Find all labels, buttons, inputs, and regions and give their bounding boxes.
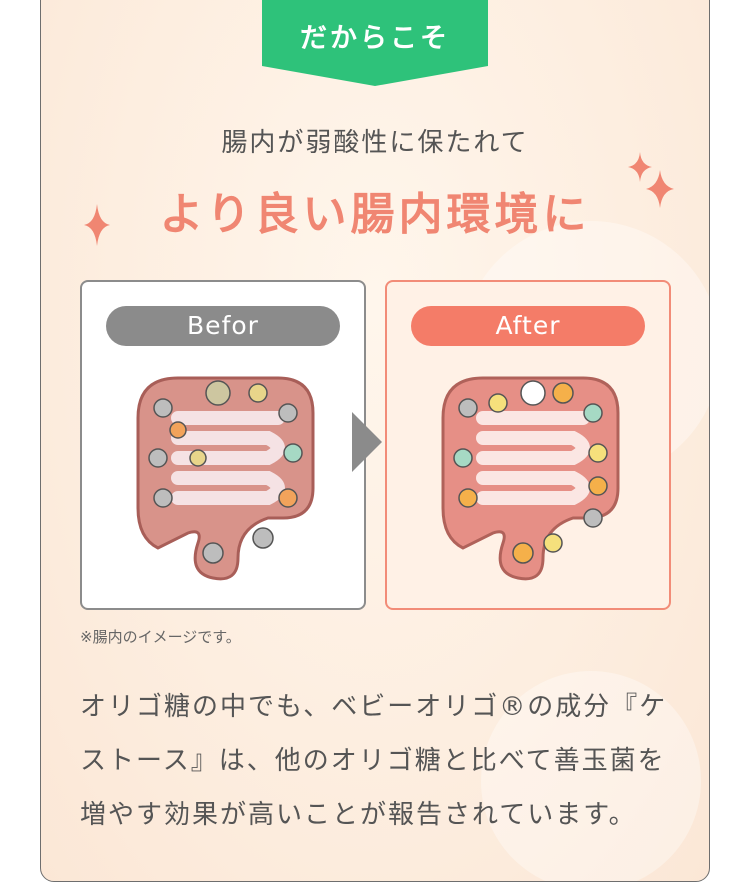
after-label: After [411,306,645,346]
sparkle-icon [628,152,674,208]
before-panel: Befor [80,280,366,610]
page-title: より良い腸内環境に [159,189,591,240]
intestine-after-illustration [441,376,620,581]
right-triangle-icon [352,412,382,472]
description-text: オリゴ糖の中でも、ベビーオリゴ®の成分『ケストース』は、他のオリゴ糖と比べて善玉… [80,692,668,830]
ribbon-label: だからこそ [300,23,450,54]
before-label: Befor [106,306,340,346]
background-bubble [481,671,701,881]
subtitle: 腸内が弱酸性に保たれて [221,128,529,158]
illustration-note: ※腸内のイメージです。 [80,628,241,646]
sparkle-icon [84,204,110,246]
intestine-before-illustration [136,376,315,581]
ribbon-banner [262,0,488,86]
after-panel: After [385,280,671,610]
